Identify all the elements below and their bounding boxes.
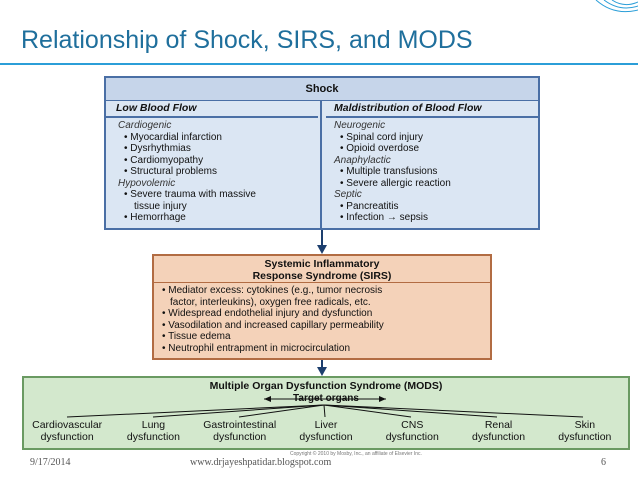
organ-name: Gastrointestinal — [203, 419, 277, 431]
low-blood-flow-list: Cardiogenic • Myocardial infarction • Dy… — [118, 120, 318, 224]
column-divider — [320, 100, 322, 228]
shock-to-sirs-arrow — [321, 230, 323, 245]
mods-header: Multiple Organ Dysfunction Syndrome (MOD… — [209, 380, 443, 392]
cause-group-title: Neurogenic — [334, 120, 386, 131]
corner-decoration — [595, 0, 638, 13]
cause-item: • Severe allergic reaction — [340, 177, 451, 189]
organ-dysfunction: dysfunction — [471, 431, 526, 443]
shock-header: Shock — [106, 78, 538, 101]
footer-url[interactable]: www.drjayeshpatidar.blogspot.com — [190, 457, 332, 468]
cause-item: • Myocardial infarction — [124, 131, 222, 143]
mods-box: Multiple Organ Dysfunction Syndrome (MOD… — [22, 376, 630, 450]
right-column-rule — [326, 116, 538, 118]
sirs-item: • Mediator excess: cytokines (e.g., tumo… — [162, 285, 383, 296]
cause-item: • Infection → sepsis — [340, 212, 428, 223]
low-blood-flow-heading: Low Blood Flow — [116, 102, 197, 114]
left-column-rule — [106, 116, 318, 118]
copyright-notice: Copyright © 2010 by Mosby, Inc., an affi… — [290, 451, 422, 457]
shock-to-sirs-arrowhead — [317, 245, 327, 254]
organ-name: Lung — [141, 419, 166, 431]
cause-item: • Opioid overdose — [340, 143, 420, 154]
sirs-item: • Widespread endothelial injury and dysf… — [162, 308, 373, 319]
target-organs-label: Target organs — [293, 393, 359, 404]
sirs-header: Systemic Inflammatory Response Syndrome … — [154, 256, 490, 283]
organ-name: CNS — [401, 419, 424, 431]
cause-item: tissue injury — [134, 200, 187, 212]
cause-item: • Multiple transfusions — [340, 166, 438, 177]
slide-number: 6 — [601, 457, 606, 468]
cause-group-title: Anaphylactic — [334, 154, 391, 166]
organ-name: Skin — [574, 419, 596, 431]
cause-item: • Severe trauma with massive — [124, 189, 256, 200]
sirs-box: Systemic Inflammatory Response Syndrome … — [152, 254, 492, 360]
organ-name: Cardiovascular — [32, 419, 103, 431]
sirs-header-line1: Systemic Inflammatory — [264, 258, 380, 270]
cause-item: • Structural problems — [124, 166, 217, 177]
target-organ-connectors — [66, 396, 584, 418]
sirs-item: factor, interleukins), oxygen free radic… — [170, 296, 371, 308]
cause-item: • Spinal cord injury — [340, 131, 423, 143]
cause-item: • Hemorrhage — [124, 212, 186, 223]
cause-group-title: Hypovolemic — [118, 177, 176, 189]
maldistribution-list: Neurogenic • Spinal cord injury • Opioid… — [334, 120, 534, 224]
organ-dysfunction: dysfunction — [213, 431, 267, 443]
organ-dysfunction: dysfunction — [126, 431, 180, 443]
cause-item: • Pancreatitis — [340, 200, 399, 212]
sirs-item: • Tissue edema — [162, 331, 231, 342]
maldistribution-heading: Maldistribution of Blood Flow — [334, 102, 482, 114]
shock-box: Shock Low Blood Flow Maldistribution of … — [104, 76, 540, 230]
slide-title: Relationship of Shock, SIRS, and MODS — [21, 26, 473, 54]
cause-group-title: Cardiogenic — [118, 120, 172, 131]
sirs-item: • Vasodilation and increased capillary p… — [162, 319, 384, 331]
sirs-feature-list: • Mediator excess: cytokines (e.g., tumo… — [154, 283, 490, 354]
cause-item: • Dysrhythmias — [124, 143, 191, 154]
footer-date: 9/17/2014 — [30, 457, 71, 468]
sirs-header-line2: Response Syndrome (SIRS) — [252, 270, 392, 282]
cause-item: • Cardiomyopathy — [124, 154, 204, 166]
cause-group-title: Septic — [334, 189, 362, 200]
organ-dysfunction: dysfunction — [558, 431, 612, 443]
organ-dysfunction: dysfunction — [299, 431, 353, 443]
organ-name: Liver — [314, 419, 338, 431]
sirs-to-mods-arrow — [321, 360, 323, 368]
organ-dysfunction: dysfunction — [40, 431, 94, 443]
sirs-item: • Neutrophil entrapment in microcirculat… — [162, 342, 351, 354]
title-underline — [0, 63, 638, 65]
organ-dysfunction: dysfunction — [385, 431, 439, 443]
sirs-to-mods-arrowhead — [317, 367, 327, 376]
organ-name: Renal — [484, 419, 513, 431]
